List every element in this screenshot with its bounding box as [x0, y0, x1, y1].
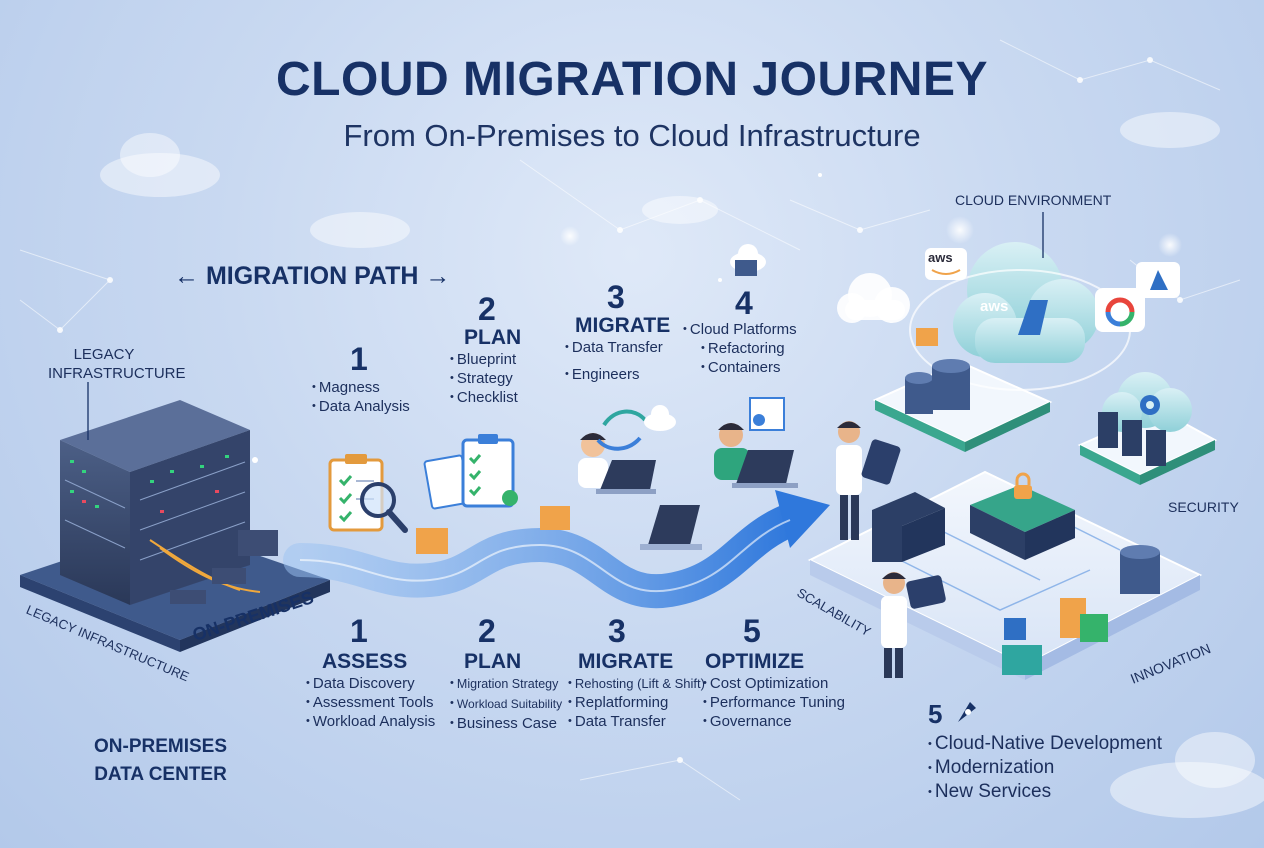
step-item: Engineers [565, 365, 670, 384]
step-item: Migration Strategy [450, 674, 562, 694]
lower-step-plan: 2 PLAN Migration Strategy Workload Suita… [450, 614, 562, 733]
step-item: Performance Tuning [703, 693, 845, 712]
lower-step-migrate: 3 MIGRATE Rehosting (Lift & Shift) Repla… [568, 614, 705, 731]
step-item: Magness [312, 378, 410, 397]
cubes-icon [1002, 598, 1108, 675]
step-item: Data Transfer [568, 712, 705, 731]
data-center-label: ON-PREMISES DATA CENTER [94, 733, 227, 789]
cloud-environment-label: CLOUD ENVIRONMENT [955, 192, 1112, 208]
data-center-line-2: DATA CENTER [94, 764, 227, 785]
step-number: 5 [928, 699, 943, 729]
gcp-logo-icon [1095, 288, 1145, 332]
migration-path-text: MIGRATION PATH [205, 262, 419, 290]
step-item: Business Case [450, 714, 562, 733]
server-rack-icon [60, 400, 278, 605]
step-number: 1 [350, 613, 368, 649]
legacy-line-2: INFRASTRUCTURE [48, 365, 186, 382]
package-icon [416, 328, 938, 554]
step-item: Replatforming [568, 693, 705, 712]
upper-step-1: 1 Magness Data Analysis [312, 342, 410, 416]
checklist-icon [423, 434, 518, 510]
step-heading: MIGRATE [575, 314, 671, 337]
step-heading: OPTIMIZE [705, 650, 805, 673]
legacy-line-1: LEGACY [73, 346, 135, 363]
person-laptop-icon [578, 397, 798, 550]
azure-logo-icon [1018, 262, 1180, 335]
person-tablet-icon [836, 421, 946, 678]
aws-logo-text: aws [928, 250, 953, 265]
upper-step-4: 4 Cloud Platforms Refactoring Containers [683, 286, 797, 377]
arrow-right-icon: → [425, 262, 451, 290]
step-number: 5 [743, 613, 761, 649]
step-item: Governance [703, 712, 845, 731]
lock-icon [1014, 472, 1032, 499]
step-item: Refactoring [701, 339, 797, 358]
step-number: 3 [608, 613, 626, 649]
network-nodes [57, 57, 1183, 763]
database-icon [735, 260, 1166, 594]
step-number: 4 [735, 285, 753, 321]
step-item: Containers [701, 358, 797, 377]
sync-arrows-icon [596, 409, 647, 451]
step-item: Cloud-Native Development [928, 732, 1162, 756]
page-title: CLOUD MIGRATION JOURNEY [276, 53, 988, 106]
step-item: Cost Optimization [703, 674, 845, 693]
lower-step-assess: 1 ASSESS Data Discovery Assessment Tools… [306, 614, 435, 731]
migration-arrow [283, 490, 830, 609]
step-item: Workload Suitability [450, 694, 562, 714]
step-heading: PLAN [464, 650, 522, 673]
upper-step-2: 2 PLAN Blueprint Strategy Checklist [450, 292, 521, 407]
white-cloud-left [837, 273, 910, 323]
step-item: Rehosting (Lift & Shift) [568, 674, 705, 693]
legacy-infrastructure-label: LEGACY INFRASTRUCTURE [48, 345, 186, 383]
aws-cloud-text: aws [980, 298, 1009, 315]
migration-path-label: ← MIGRATION PATH → [174, 262, 450, 291]
security-label: SECURITY [1168, 499, 1239, 515]
step-item: Checklist [450, 388, 521, 407]
step-number: 2 [478, 613, 496, 649]
step-heading: MIGRATE [578, 650, 674, 673]
step-item: Data Transfer [565, 338, 670, 357]
step-item: Cloud Platforms [683, 320, 797, 339]
arrow-left-icon: ← [174, 262, 199, 290]
page-subtitle: From On-Premises to Cloud Infrastructure [343, 118, 921, 153]
sparkles [252, 173, 1182, 463]
connector-lines [87, 212, 1044, 440]
step-item: Strategy [450, 369, 521, 388]
step-item: Data Analysis [312, 397, 410, 416]
step-item: Workload Analysis [306, 712, 435, 731]
gear-icon [1140, 395, 1160, 415]
step-item: Assessment Tools [306, 693, 435, 712]
rocket-icon [958, 702, 976, 722]
step-item: Modernization [928, 756, 1162, 780]
step-item: New Services [928, 780, 1162, 804]
step-item: Blueprint [450, 350, 521, 369]
lower-step-optimize: 5 OPTIMIZE Cost Optimization Performance… [703, 614, 845, 731]
step-heading: PLAN [464, 326, 522, 349]
step-number: 3 [607, 279, 625, 315]
upper-step-3: 3 MIGRATE Data Transfer Engineers [565, 280, 670, 384]
step-heading: ASSESS [322, 650, 408, 673]
magnifier-icon [360, 482, 408, 533]
step-number: 1 [350, 341, 368, 377]
step-number: 2 [478, 291, 496, 327]
step-item: Data Discovery [306, 674, 435, 693]
aws-logo-icon [925, 248, 967, 280]
data-center-line-1: ON-PREMISES [94, 736, 228, 757]
final-step: 5 Cloud-Native Development Modernization… [928, 700, 1162, 804]
